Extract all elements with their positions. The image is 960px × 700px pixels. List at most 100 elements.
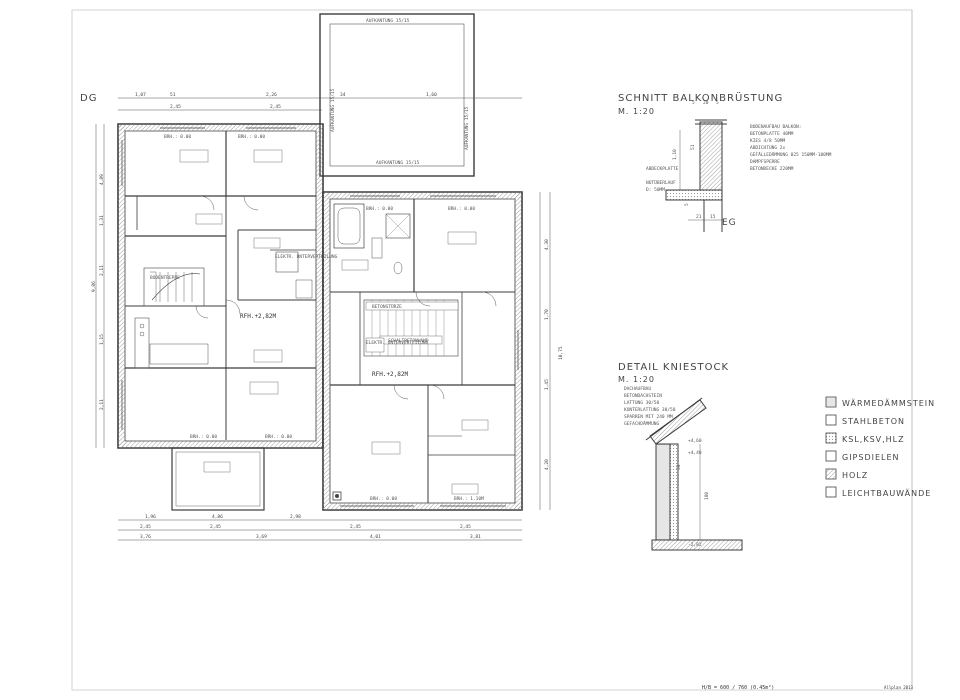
terrace-mark-left: AUFKANTUNG 15/15 <box>330 88 336 132</box>
dim-left-a: 4,89 <box>99 174 105 185</box>
room-tag-2: BRH.: 0.00 <box>238 134 265 140</box>
balcony-dim-b: 20 <box>703 100 709 106</box>
balcony-note-2: NOTÜBERLAUF <box>646 179 676 186</box>
room-tag-4: BRH.: 0.00 <box>265 434 292 440</box>
balcony-layers-heading: BODENAUFBAU BALKON: <box>750 124 801 130</box>
room-tag-1: BRH.: 0.00 <box>164 134 191 140</box>
service-label-concrete: BETONSTÜRZE <box>372 303 402 310</box>
dim-top-2-b: 2,45 <box>270 104 281 110</box>
balcony-layer-6: BETONDECKE 220MM <box>750 166 794 172</box>
dimension-lines <box>95 97 551 541</box>
dim-top-2-a: 2,45 <box>170 104 181 110</box>
balcony-note-3: D: 50MM <box>646 187 665 193</box>
legend-item: HOLZ <box>825 468 868 480</box>
legend-item: STAHLBETON <box>825 414 905 426</box>
balcony-dim-g: 21 <box>696 214 702 220</box>
balcony-layer-3: ABDICHTUNG 2x <box>750 145 786 151</box>
balcony-layer-5: DAMPFSPERRE <box>750 159 780 165</box>
kniestock-title: DETAIL KNIESTOCK <box>618 362 729 373</box>
room-tag-3: BRH.: 0.00 <box>190 434 217 440</box>
balcony-layer-1: BETONPLATTE 40MM <box>750 131 794 137</box>
left-wing-walls: BODENTREPPE ELEKTR. UNTERVERTEILUNG BRH.… <box>117 123 338 449</box>
software-stamp: Allplan 2013 <box>884 685 913 690</box>
dim-bottom-2-a: 2,45 <box>140 524 151 530</box>
dim-right-b: 1,70 <box>544 309 550 320</box>
dim-left-total: 9,86 <box>91 281 97 292</box>
kniestock-level-2: +4,40 <box>688 450 702 456</box>
kniestock-level-1: +4,60 <box>688 438 702 444</box>
dim-bottom-1-b: 4,86 <box>212 514 223 520</box>
balcony-dim-c: 5 <box>716 100 719 106</box>
terrace-mark-top: AUFKANTUNG 15/15 <box>366 18 410 24</box>
dim-bottom-3-b: 3,69 <box>256 534 267 540</box>
kniestock-dim-2: 180 <box>704 492 710 500</box>
room-tag-7: BRH.: 0.00 <box>370 496 397 502</box>
kniestock-line-1: BETONDACHSTEIN <box>624 393 662 399</box>
dim-left-c: 2,11 <box>99 265 105 276</box>
service-label-left: ELEKTR. UNTERVERTEILUNG <box>275 254 338 260</box>
kniestock-scale: M. 1:20 <box>618 375 655 384</box>
dim-left-d: 1,15 <box>99 334 105 345</box>
section-balcony-scale: M. 1:20 <box>618 107 655 116</box>
legend-label: HOLZ <box>842 471 868 480</box>
dim-right-total: 10,75 <box>558 346 564 360</box>
floor-plan: DG AUFKANTUNG 15/15 AUFKANTUNG 15/15 AUF… <box>80 13 564 541</box>
terrace-mark-bottom: AUFKANTUNG 15/15 <box>376 160 420 166</box>
level-label: DG <box>80 93 97 104</box>
section-balcony-title: SCHNITT BALKONBRÜSTUNG <box>618 91 783 104</box>
balcony-dim-d: 1,10 <box>672 149 678 160</box>
legend-item: KSL,KSV,HLZ <box>825 432 905 444</box>
kniestock-heading: DACHAUFBAU <box>624 386 651 392</box>
dim-right-a: 4,30 <box>544 239 550 250</box>
service-label-wall: SCHALTBETONWAND <box>388 338 429 344</box>
dim-top-1-b: 51 <box>170 92 176 98</box>
legend-swatch <box>825 414 837 426</box>
ffh-label-left: RFH.+2,82M <box>240 313 277 320</box>
legend-swatch <box>825 450 837 462</box>
dim-bottom-2-d: 2,45 <box>460 524 471 530</box>
balcony-dim-a: 5 <box>692 100 695 106</box>
legend-label: KSL,KSV,HLZ <box>842 435 905 444</box>
kniestock-line-4: SPARREN MIT 240 MM <box>624 414 673 420</box>
right-wing-walls: BETONSTÜRZE SCHALTBETONWAND ELEKTR. UNTE… <box>322 191 523 511</box>
sheet-frame <box>71 9 913 691</box>
dim-bottom-3-c: 4,01 <box>370 534 381 540</box>
balcony-layer-2: KIES 4/8 50MM <box>750 138 786 144</box>
balcony-note-1: ABDECKPLATTE <box>646 166 679 172</box>
terrace-mark-right: AUFKANTUNG 15/15 <box>464 106 470 150</box>
dim-right-d: 4,20 <box>544 459 550 470</box>
legend-swatch <box>825 468 837 480</box>
balcony-dim-e: 51 <box>690 144 696 150</box>
material-legend: WÄRMEDÄMMSTEIN STAHLBETON KSL,KSV,HLZ GI… <box>825 396 934 498</box>
service-label-right: ELEKTR. UNTERVERTEILUNG <box>366 340 429 346</box>
ffh-label-right: RFH.+2,82M <box>372 371 409 378</box>
dim-left-e: 2,11 <box>99 399 105 410</box>
dim-bottom-1-a: 1,96 <box>145 514 156 520</box>
legend-swatch <box>825 486 837 498</box>
dimension-labels: 1,07 51 2,26 34 1,60 2,45 2,45 1,96 4,86… <box>91 92 564 540</box>
room-tag-6: BRH.: 0.00 <box>448 206 475 212</box>
kniestock-line-3: KONTERLATTUNG 30/50 <box>624 407 676 413</box>
legend-swatch <box>825 396 837 408</box>
kniestock-level-3: -2,82 <box>688 542 702 548</box>
dim-top-1-c: 2,26 <box>266 92 277 98</box>
balcony-layer-4: GEFÄLLEDÄMMUNG 025 150MM-100MM <box>750 151 832 158</box>
dim-bottom-2-c: 2,45 <box>350 524 361 530</box>
dim-bottom-2-b: 2,45 <box>210 524 221 530</box>
dim-bottom-1-c: 2,98 <box>290 514 301 520</box>
balcony-dim-f: 5 <box>684 203 690 206</box>
left-balcony <box>171 447 265 511</box>
dim-top-1-a: 1,07 <box>135 92 146 98</box>
legend-label: STAHLBETON <box>842 417 905 426</box>
dim-bottom-3-a: 3,76 <box>140 534 151 540</box>
legend-swatch <box>825 432 837 444</box>
kniestock-line-5: GEFACHDÄMMUNG <box>624 420 660 427</box>
balcony-floor-label: EG <box>722 218 737 228</box>
dim-top-1-e: 1,60 <box>426 92 437 98</box>
legend-label: GIPSDIELEN <box>842 453 900 462</box>
dim-top-1-d: 34 <box>340 92 346 98</box>
dim-right-c: 1,45 <box>544 379 550 390</box>
room-tag-8: BRH.: 1.10M <box>454 496 484 502</box>
stair-label: BODENTREPPE <box>150 275 180 281</box>
legend-item: GIPSDIELEN <box>825 450 900 462</box>
